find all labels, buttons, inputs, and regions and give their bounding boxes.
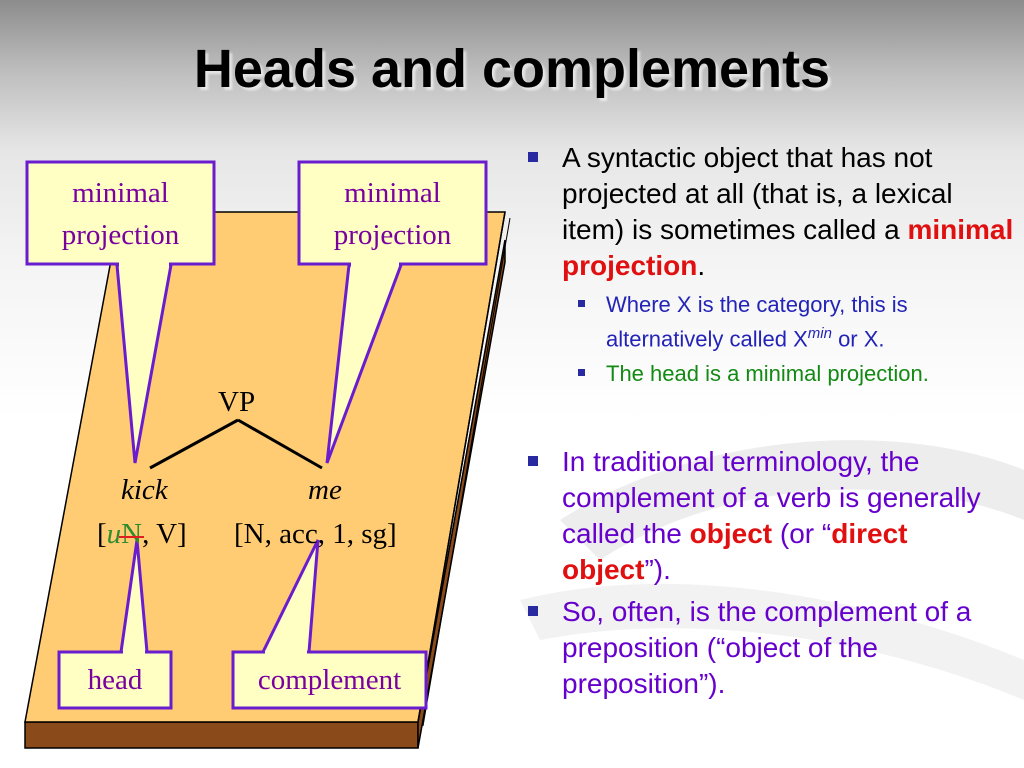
callout-bottom-left [57, 539, 173, 710]
tree-branch-left [149, 418, 239, 470]
callout-top-left [25, 160, 216, 464]
tree-leaf-kick: kick [121, 474, 168, 506]
struck-feature: N [121, 518, 143, 550]
bullet-square-icon [528, 456, 538, 467]
kick-features: [uN, V] [97, 518, 187, 550]
callout-label-complement: complement [257, 664, 402, 696]
tree-root-vp: VP [218, 386, 256, 418]
bullet-list: A syntactic object that has not projecte… [520, 140, 1020, 702]
tree-leaf-me: me [308, 474, 342, 506]
callout-bottom-right [231, 539, 428, 710]
bullet-minimal-projection: A syntactic object that has not projecte… [520, 140, 1020, 284]
subbullet-head-minimal: The head is a minimal projection. [520, 359, 1020, 388]
callout-label-minimal-projection-right: minimal projection [333, 177, 452, 252]
me-features: [N, acc, 1, sg] [234, 518, 397, 550]
callout-label-minimal-projection-left: minimal projection [61, 177, 180, 252]
bullet-square-icon [528, 606, 538, 617]
board-edge [24, 721, 419, 749]
callout-label-head: head [87, 664, 143, 696]
bullet-preposition-object: So, often, is the complement of a prepos… [520, 594, 1020, 702]
page-title: Heads and complements [193, 39, 831, 99]
bullet-object: In traditional terminology, the compleme… [520, 444, 1020, 588]
subbullet-xmin: Where X is the category, this is alterna… [520, 290, 1020, 353]
bullet-square-icon [528, 152, 538, 162]
callout-top-right [297, 160, 488, 464]
board-side [417, 239, 506, 749]
subbullet-square-icon [578, 300, 585, 307]
subbullet-square-icon [578, 369, 585, 377]
tree-branch-right [237, 418, 323, 470]
